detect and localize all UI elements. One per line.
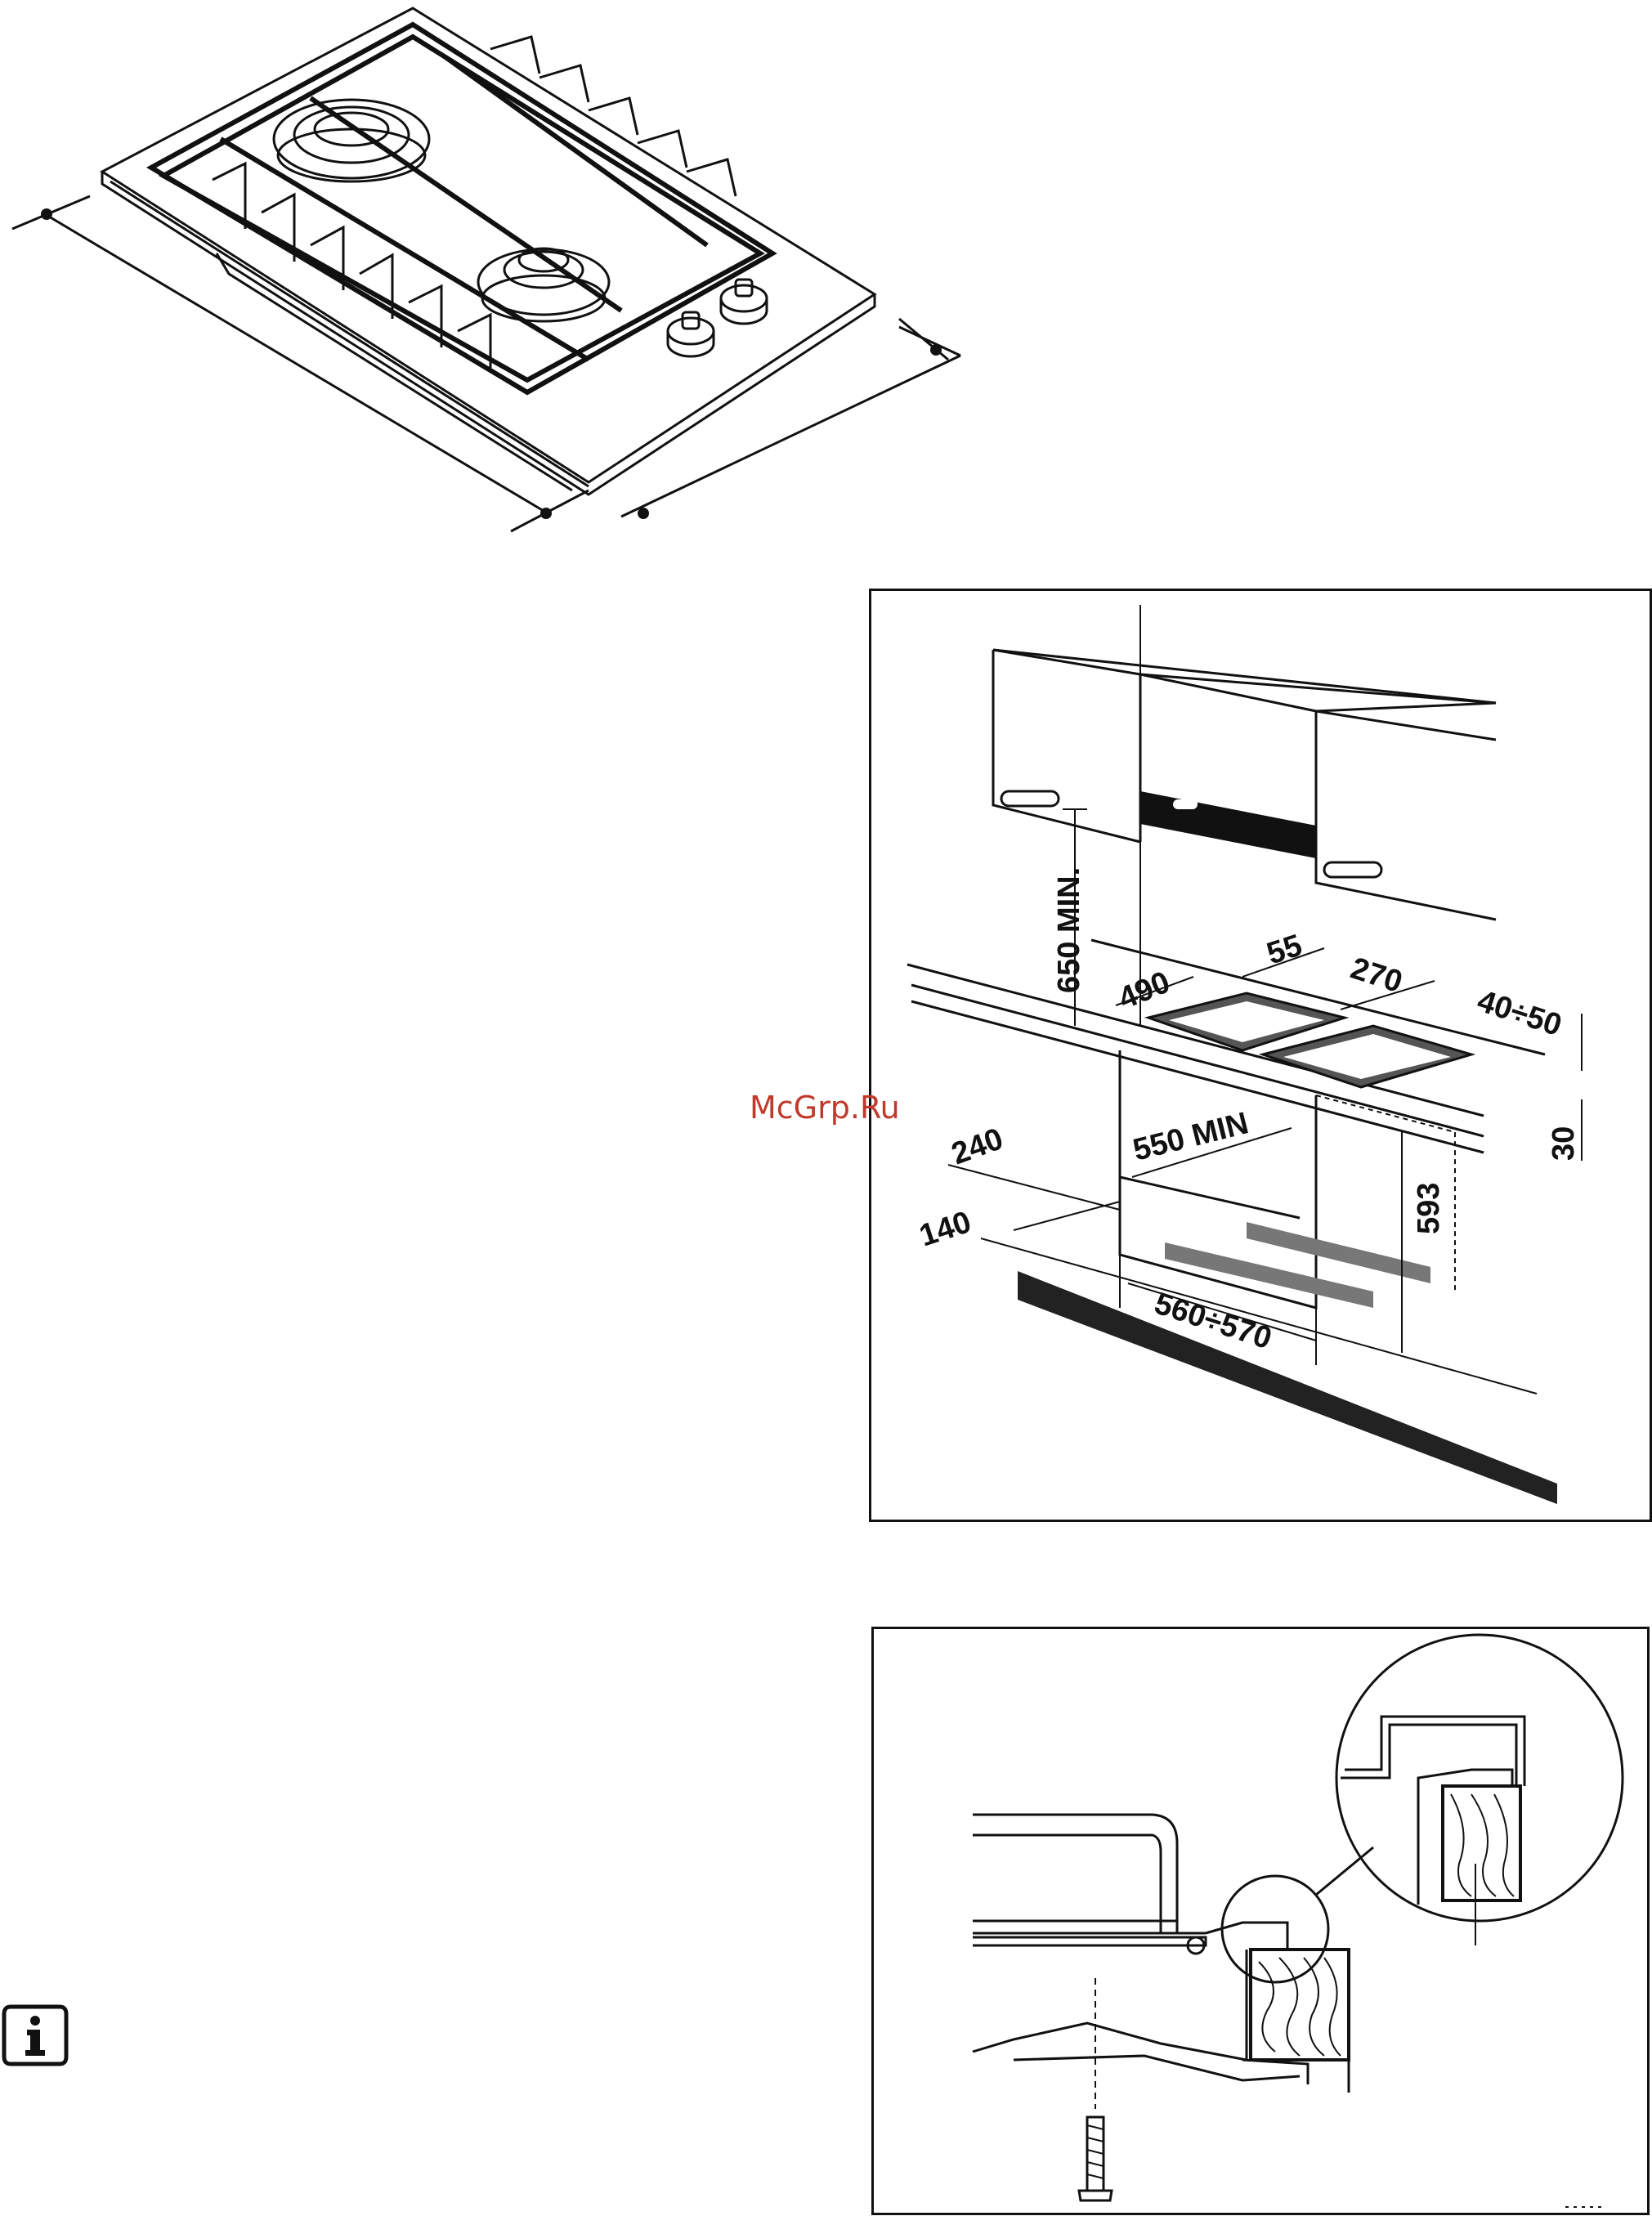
info-icon xyxy=(2,2003,68,2068)
